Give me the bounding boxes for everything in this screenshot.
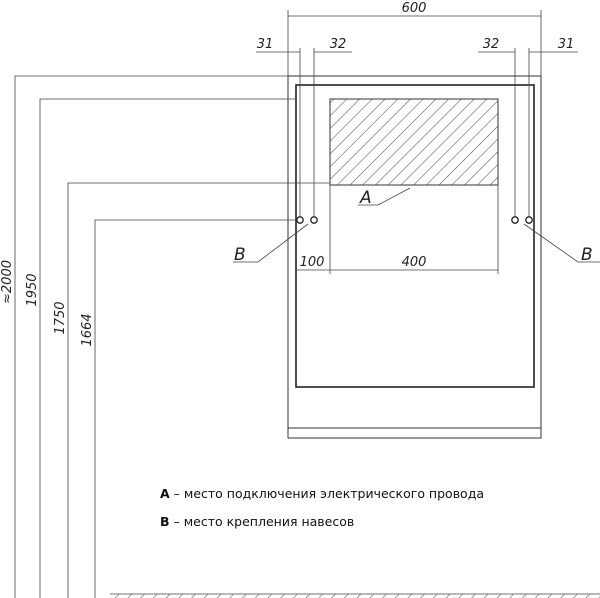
dim-label-32-right: 32	[483, 37, 500, 52]
dim-line-1664	[94, 219, 296, 598]
dim-label-1950: 1950	[25, 273, 40, 306]
dim-label-600: 600	[402, 1, 427, 16]
dim-line-1750	[67, 182, 330, 598]
leader-b-left	[233, 223, 309, 263]
leader-a	[358, 187, 411, 206]
legend-text-a: – место подключения электрического прово…	[169, 486, 485, 501]
floor-hatch	[110, 594, 600, 598]
cabinet-outer-frame	[287, 75, 542, 439]
label-b-left: B	[234, 245, 246, 265]
dim-label-31-right: 31	[558, 37, 575, 52]
legend-text-b: – место крепления навесов	[169, 514, 355, 529]
legend-item-b: B – место крепления навесов	[160, 514, 354, 529]
dim-label-2000: ≈2000	[0, 260, 15, 304]
dim-label-400: 400	[402, 255, 427, 270]
legend-item-a: A – место подключения электрического про…	[160, 486, 484, 501]
dim-label-100: 100	[300, 255, 325, 270]
legend-key-a: A	[160, 486, 170, 501]
label-a: A	[359, 188, 372, 208]
dim-label-31-left: 31	[257, 37, 274, 52]
mounting-hole-left-1	[296, 216, 304, 224]
mounting-hole-right-2	[525, 216, 533, 224]
leader-b-right	[523, 223, 600, 263]
dim-line-1950	[39, 98, 296, 598]
cabinet-door	[295, 84, 535, 388]
dim-label-1750: 1750	[53, 301, 68, 334]
legend-key-b: B	[160, 514, 170, 529]
dim-label-32-left: 32	[330, 37, 347, 52]
mounting-hole-left-2	[310, 216, 318, 224]
dim-label-1664: 1664	[80, 313, 95, 346]
electrical-connection-zone	[329, 98, 499, 186]
mounting-hole-right-1	[511, 216, 519, 224]
label-b-right: B	[581, 245, 593, 265]
dim-line-2000	[14, 75, 288, 598]
